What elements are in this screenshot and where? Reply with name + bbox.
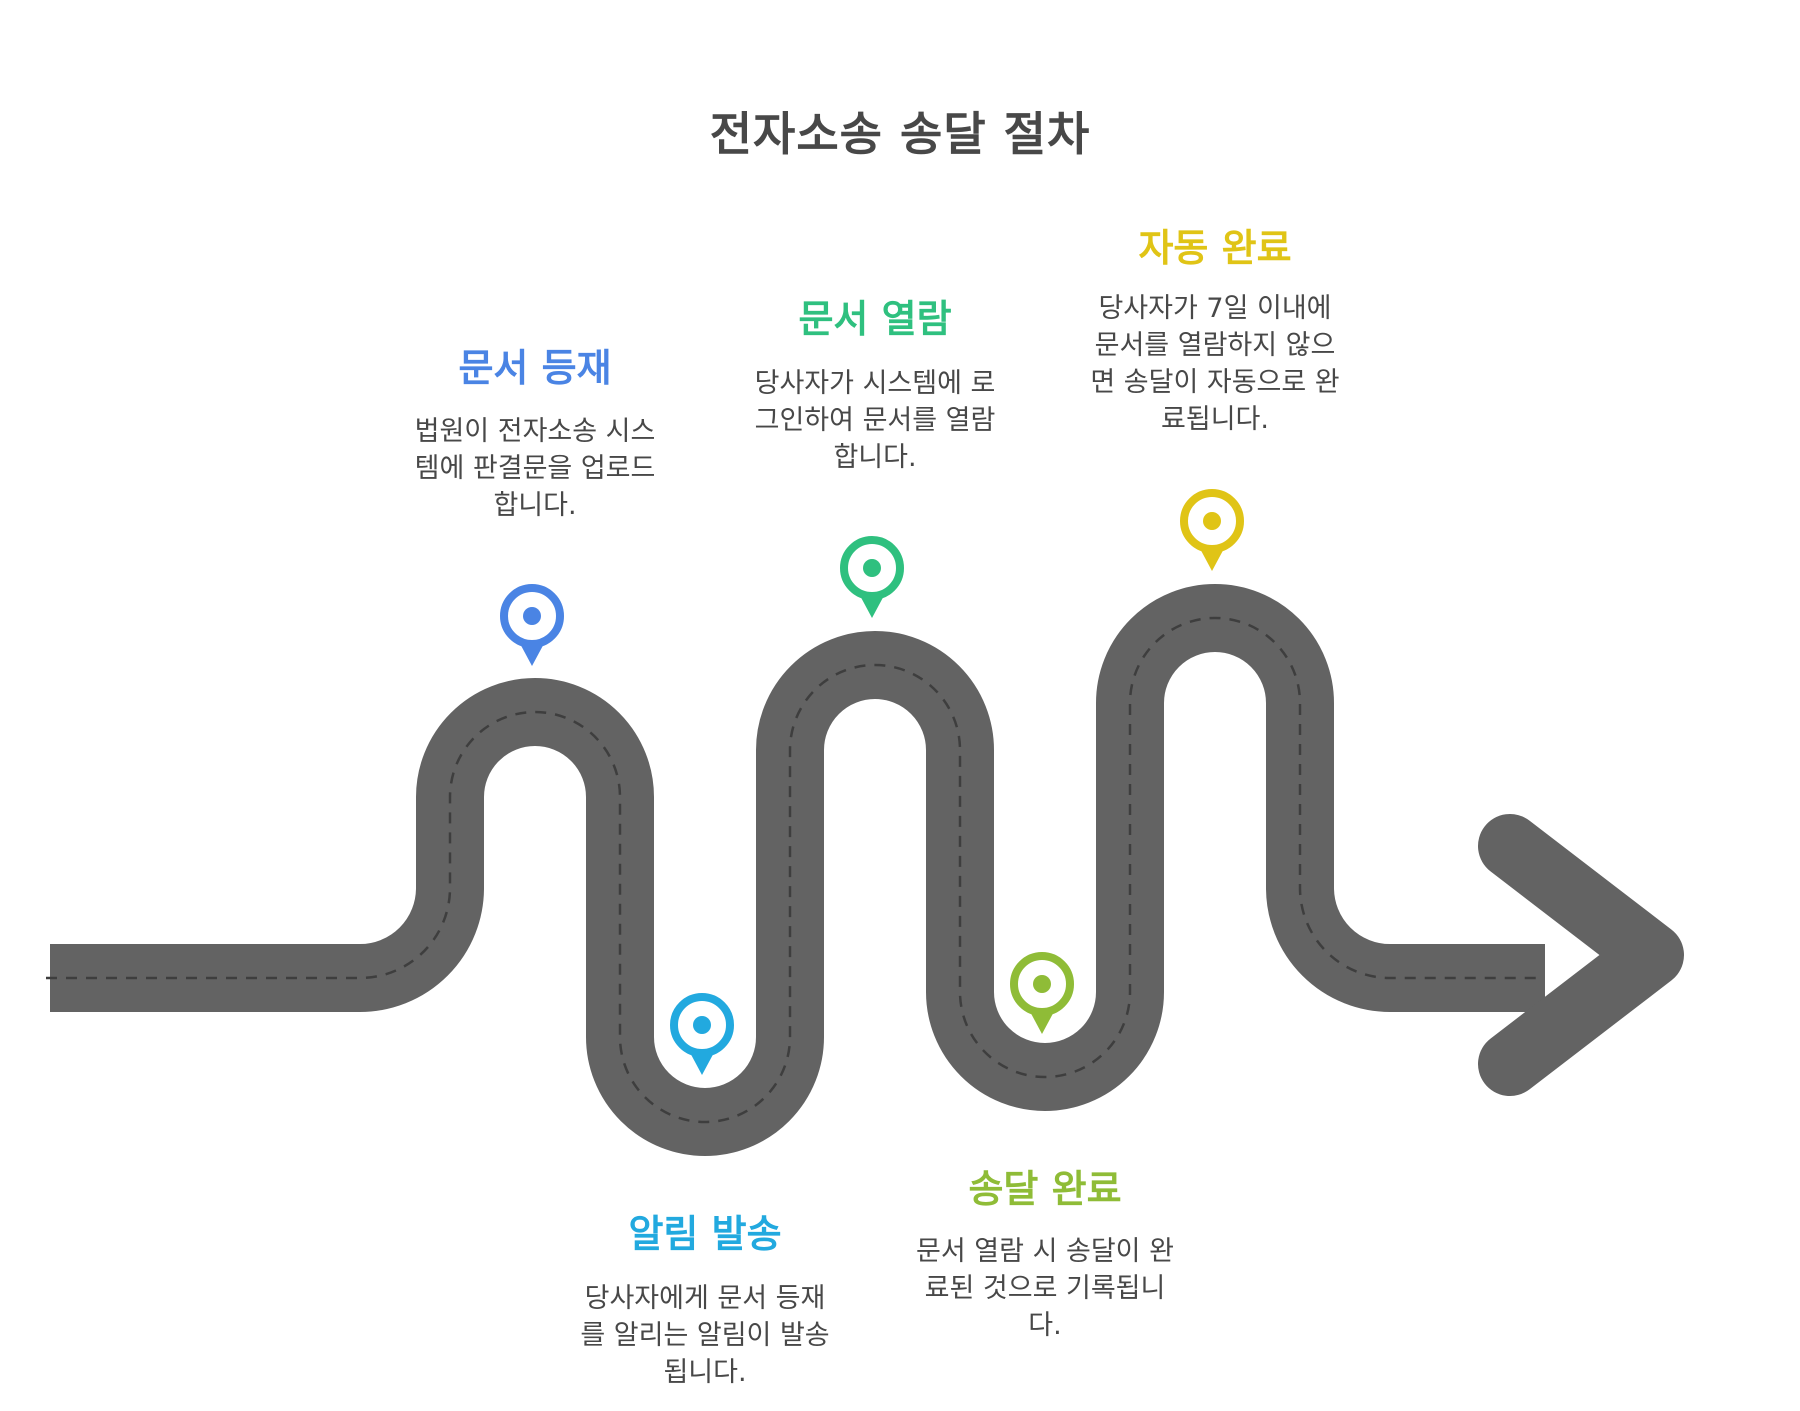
step-3-description: 당사자가 시스템에 로 그인하여 문서를 열람 합니다. (725, 365, 1025, 476)
milestone-markers (500, 489, 1244, 1075)
step-1-description-line-2: 템에 판결문을 업로드 (414, 453, 656, 484)
step-5-description-line-2: 문서를 열람하지 않으 (1094, 330, 1336, 361)
road-arrowhead (1478, 814, 1684, 1096)
pin-center-dot (693, 1016, 711, 1034)
step-3-title: 문서 열람 (798, 297, 952, 341)
pin-center-dot (523, 607, 541, 625)
step-4-description: 문서 열람 시 송달이 완 료된 것으로 기록됩니 다. (890, 1233, 1200, 1344)
step-2-description-line-1: 당사자에게 문서 등재 (584, 1283, 826, 1314)
step-1-location-pin-icon (500, 584, 564, 666)
page-title: 전자소송 송달 절차 (709, 107, 1091, 161)
step-2-description: 당사자에게 문서 등재 를 알리는 알림이 발송 됩니다. (555, 1280, 855, 1391)
pin-center-dot (1203, 512, 1221, 530)
step-2-description-line-2: 를 알리는 알림이 발송 (580, 1320, 830, 1351)
step-5-location-pin-icon (1180, 489, 1244, 571)
pin-center-dot (863, 559, 881, 577)
step-5-description-line-1: 당사자가 7일 이내에 (1098, 293, 1332, 324)
step-1-description: 법원이 전자소송 시스 템에 판결문을 업로드 합니다. (385, 413, 685, 524)
pin-center-dot (1033, 975, 1051, 993)
step-1-description-line-1: 법원이 전자소송 시스 (414, 416, 656, 447)
step-2-title: 알림 발송 (628, 1212, 782, 1256)
step-1-title: 문서 등재 (458, 346, 612, 390)
step-5-title: 자동 완료 (1138, 226, 1292, 270)
step-4-description-line-1: 문서 열람 시 송달이 완 (916, 1236, 1174, 1267)
step-4-location-pin-icon (1010, 952, 1074, 1034)
step-5-description-line-3: 면 송달이 자동으로 완 (1090, 367, 1340, 398)
step-3-description-line-1: 당사자가 시스템에 로 (754, 368, 996, 399)
road-center-dashed-line (46, 616, 1540, 1124)
step-4-description-line-3: 다. (1028, 1310, 1062, 1341)
step-3-location-pin-icon (840, 536, 904, 618)
step-2-description-line-3: 됩니다. (663, 1357, 747, 1388)
step-4-description-line-2: 료된 것으로 기록됩니 (924, 1273, 1166, 1304)
step-5-description: 당사자가 7일 이내에 문서를 열람하지 않으 면 송달이 자동으로 완 료됩니… (1060, 290, 1370, 438)
step-5-description-line-4: 료됩니다. (1161, 404, 1269, 435)
step-3-description-line-2: 그인하여 문서를 열람 (754, 405, 996, 436)
step-2-location-pin-icon (670, 993, 734, 1075)
road (46, 584, 1684, 1156)
road-surface (50, 584, 1545, 1156)
step-1-description-line-3: 합니다. (493, 490, 577, 521)
step-4-title: 송달 완료 (968, 1167, 1122, 1211)
step-3-description-line-3: 합니다. (833, 442, 917, 473)
